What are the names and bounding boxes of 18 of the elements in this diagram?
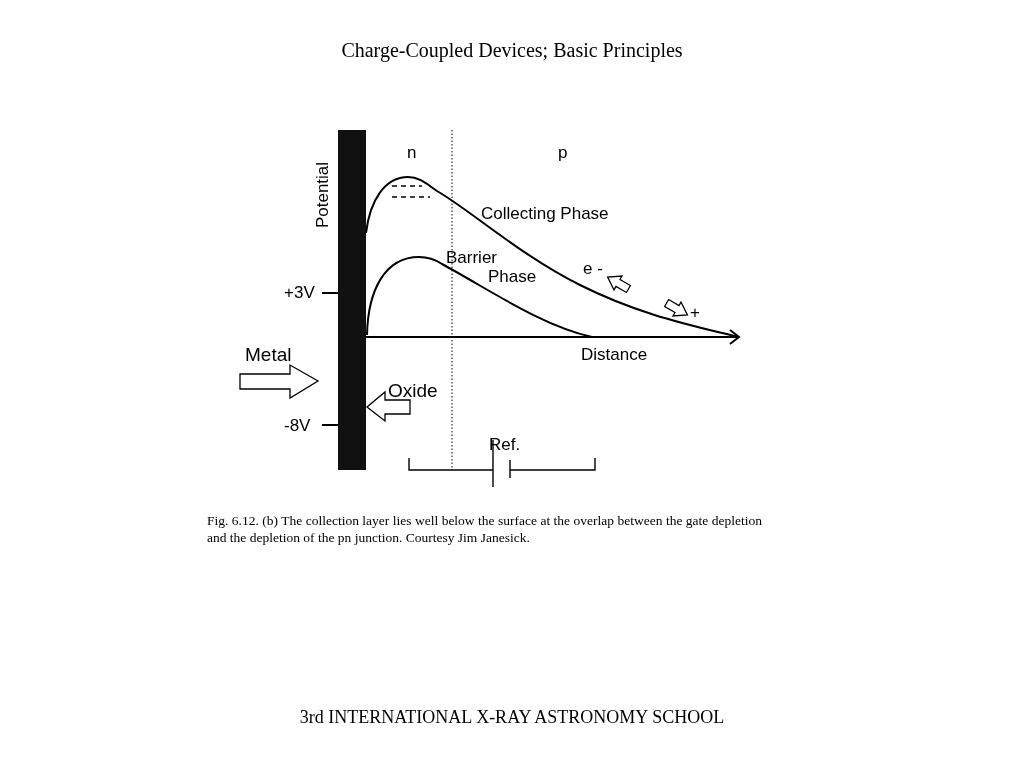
voltage-label: -8V — [284, 416, 311, 435]
curve-label: Collecting Phase — [481, 204, 609, 223]
block-arrow — [239, 363, 320, 400]
metal-gate-bar — [338, 130, 366, 470]
axis-label: Distance — [581, 345, 648, 364]
charge-label: e - — [583, 259, 603, 278]
figure-caption: Fig. 6.12. (b) The collection layer lies well below the surface at the overlap between the gate depletion and the depletion of the pn junction. Courtesy Jim Janesick. — [207, 512, 762, 546]
footer-text: 3rd INTERNATIONAL X-RAY ASTRONOMY SCHOOL — [299, 708, 725, 727]
axis-label: Potential — [312, 161, 332, 229]
curve-label: Barrier Phase — [446, 248, 538, 286]
block-arrow — [365, 390, 411, 423]
region-label: p — [558, 143, 568, 162]
region-label: n — [407, 143, 417, 162]
voltage-label: +3V — [284, 283, 315, 302]
charge-label: + — [690, 303, 700, 322]
part-label: Metal — [245, 345, 292, 364]
part-label: Oxide — [388, 381, 438, 400]
slide-title: Charge-Coupled Devices; Basic Principles — [341, 41, 683, 60]
